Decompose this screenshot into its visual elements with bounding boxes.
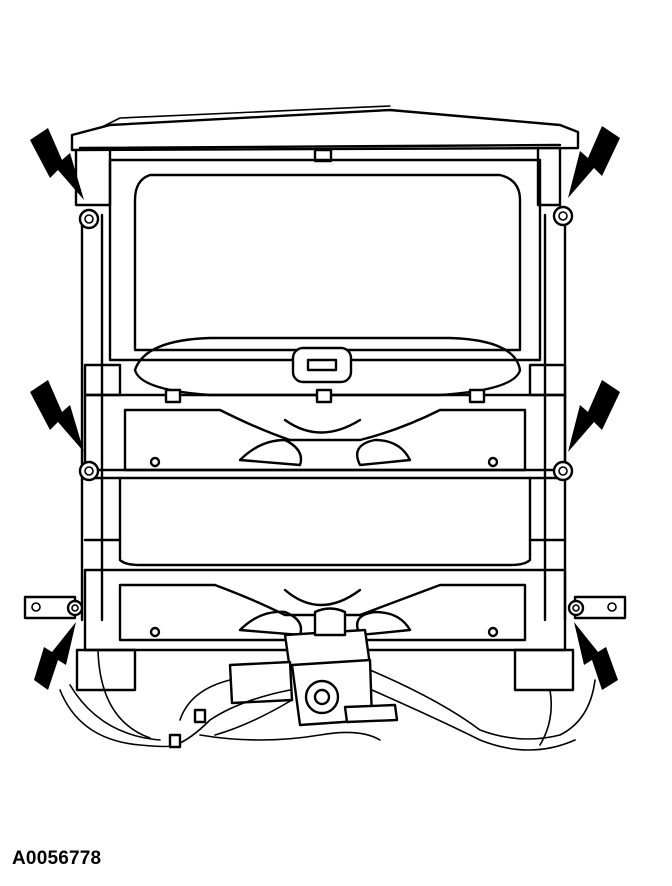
rear-block-right (513, 648, 575, 692)
side-frame-right (543, 213, 567, 622)
mounting-bracket-left (23, 595, 77, 620)
lower-cushion-panel (83, 476, 567, 567)
callout-arrow-bottom-right (574, 622, 618, 690)
callout-arrow-top-left (30, 128, 84, 200)
middle-cross-member (83, 363, 567, 472)
top-rail (70, 105, 580, 207)
fastener-nut-bottom-left (66, 599, 84, 617)
fastener-nut-top-right (552, 205, 574, 227)
rear-block-left (75, 648, 137, 692)
fastener-nut-mid-left (78, 460, 100, 482)
motor-assembly (228, 607, 399, 727)
callout-arrow-top-right (568, 126, 620, 198)
fastener-nut-bottom-right (567, 599, 585, 617)
fastener-nut-top-left (78, 208, 100, 230)
fastener-nut-mid-right (552, 460, 574, 482)
upper-cushion-panel (108, 158, 542, 397)
callout-arrow-mid-right (568, 380, 620, 452)
wiring-harness (59, 649, 596, 751)
side-frame-left (80, 213, 104, 622)
callout-arrow-bottom-left (34, 622, 76, 690)
callout-arrow-mid-left (30, 380, 84, 452)
figure-id-label: A0056778 (12, 848, 102, 869)
